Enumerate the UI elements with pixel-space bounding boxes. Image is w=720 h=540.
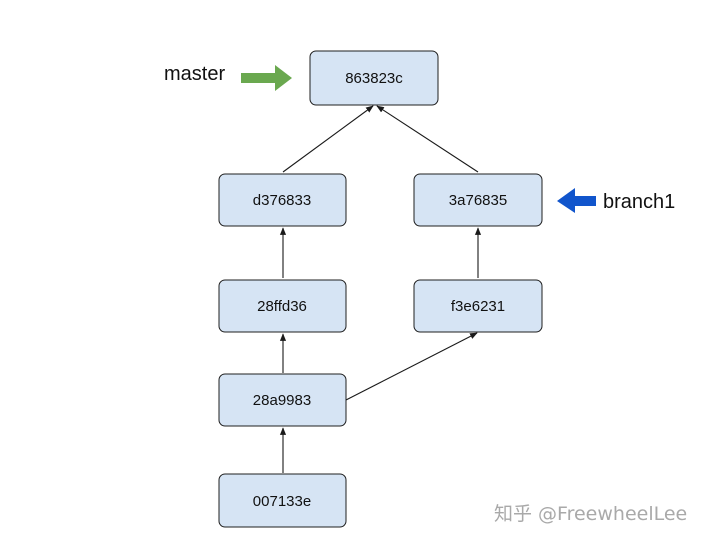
edge-28a9983-to-f3e6231	[345, 332, 478, 401]
branch1-label: branch1	[603, 191, 675, 213]
edges	[279, 105, 482, 473]
edge-3a76835-to-863823c	[376, 105, 479, 173]
commit-node-28ffd36[interactable]: 28ffd36	[218, 279, 347, 333]
commit-node-d376833[interactable]: d376833	[218, 173, 347, 227]
commit-hash: 863823c	[345, 70, 403, 87]
commit-hash: d376833	[253, 192, 311, 209]
master-arrow-icon	[241, 65, 292, 91]
commit-hash: 28a9983	[253, 392, 311, 409]
commit-hash: f3e6231	[451, 298, 505, 315]
edge-d376833-to-863823c	[282, 105, 374, 173]
commit-node-f3e6231[interactable]: f3e6231	[413, 279, 543, 333]
commit-node-28a9983[interactable]: 28a9983	[218, 373, 347, 427]
commit-hash: 007133e	[253, 493, 311, 510]
master-label: master	[164, 63, 225, 85]
commit-hash: 3a76835	[449, 192, 507, 209]
branch1-arrow-icon	[557, 188, 596, 213]
commit-node-863823c[interactable]: 863823c	[309, 50, 439, 106]
commit-hash: 28ffd36	[257, 298, 307, 315]
watermark: 知乎 @FreewheelLee	[494, 503, 687, 525]
commit-node-007133e[interactable]: 007133e	[218, 473, 347, 528]
commit-node-3a76835[interactable]: 3a76835	[413, 173, 543, 227]
